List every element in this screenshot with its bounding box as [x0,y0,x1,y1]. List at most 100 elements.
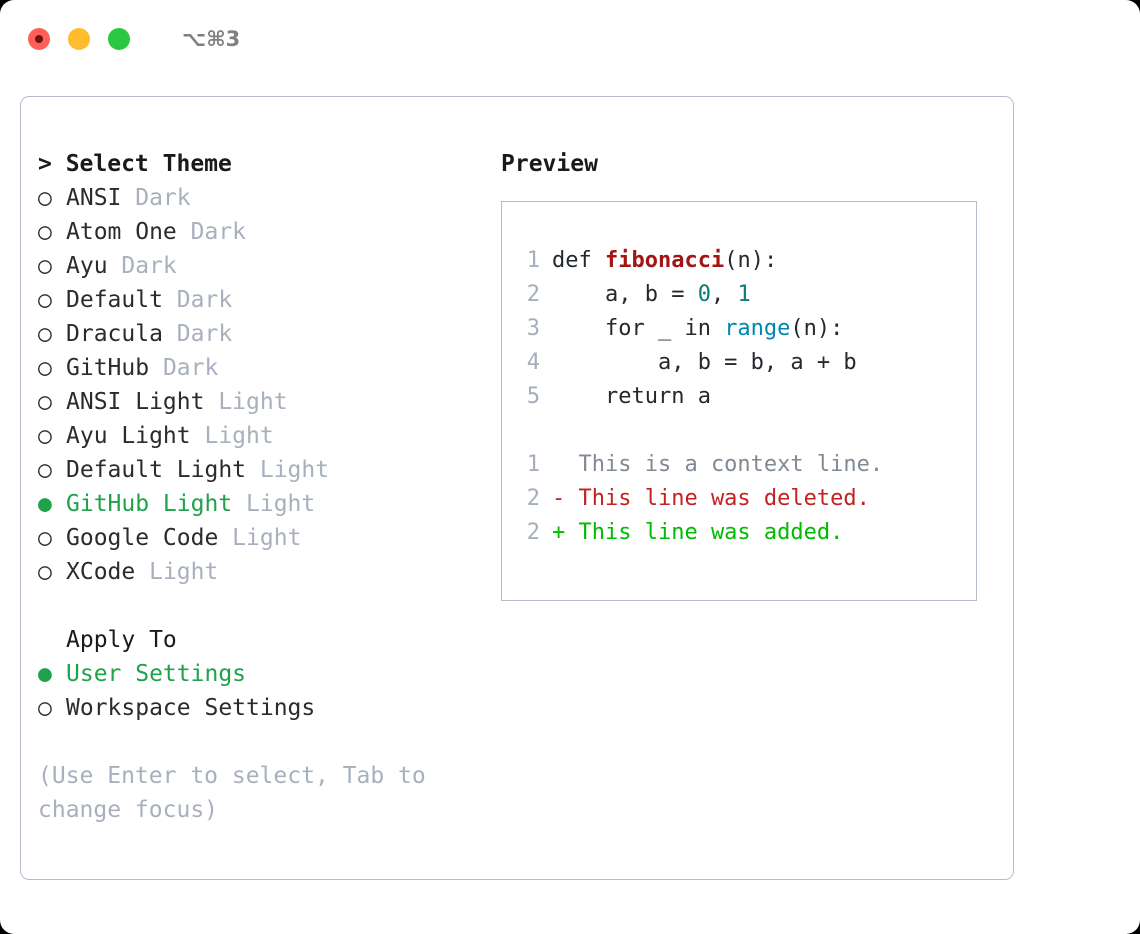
radio-unselected-icon: ○ [38,355,52,381]
maximize-button[interactable] [108,28,130,50]
diff-sample: 1 This is a context line. 2 - This line wa… [514,448,976,550]
theme-option[interactable]: ○ Ayu Dark [38,249,478,283]
code-line-number: 4 [526,350,540,375]
theme-option[interactable]: ○ ANSI Light Light [38,385,478,419]
select-theme-header: > Select Theme [38,151,232,177]
keyboard-shortcut-label: ⌥⌘3 [182,27,241,51]
diff-line-text: + This line was added. [552,520,844,545]
diff-line-number: 1 [526,452,540,477]
theme-option[interactable]: ● GitHub Light Light [38,487,478,521]
apply-to-option[interactable]: ○ Workspace Settings [38,691,478,725]
apply-to-option[interactable]: ● User Settings [38,657,478,691]
main-panel: > Select Theme ○ANSI Dark○Atom One Dark○… [20,96,1014,880]
theme-option-kind: Light [246,457,330,483]
code-line: 3 for _ in range(n): [514,312,976,346]
code-line: 1 def fibonacci(n): [514,244,976,278]
radio-unselected-icon: ○ [38,321,52,347]
code-line-text: a, b = 0, 1 [552,278,751,312]
radio-unselected-icon: ○ [38,287,52,313]
diff-line-number: 2 [526,520,540,545]
radio-selected-icon: ● [38,661,52,687]
title-bar: ⌥⌘3 [0,0,1140,78]
theme-option[interactable]: ○Google Code Light [38,521,478,555]
theme-option-label: ANSI [66,185,122,211]
theme-picker-column: > Select Theme ○ANSI Dark○Atom One Dark○… [38,147,478,827]
preview-title: Preview [501,151,598,177]
apply-to-list[interactable]: ● User Settings ○ Workspace Settings [38,657,478,725]
diff-line: 2 + This line was added. [514,516,976,550]
radio-selected-icon: ● [38,491,52,517]
theme-option-kind: Light [218,525,302,551]
diff-line: 1 This is a context line. [514,448,976,482]
code-line: 4 a, b = b, a + b [514,346,976,380]
theme-option-kind: Dark [107,253,177,279]
theme-list[interactable]: ○ANSI Dark○Atom One Dark○Ayu Dark○Defaul… [38,181,478,589]
code-token: (n): [724,248,778,273]
radio-unselected-icon: ○ [38,389,52,415]
code-token: a, b = [552,282,698,307]
theme-option[interactable]: ○ANSI Dark [38,181,478,215]
radio-unselected-icon: ○ [38,185,52,211]
theme-option-kind: Dark [149,355,219,381]
theme-option-label: Ayu [66,253,108,279]
radio-unselected-icon: ○ [38,457,52,483]
radio-unselected-icon: ○ [38,559,52,585]
keyboard-hint: (Use Enter to select, Tab to change focu… [38,763,426,823]
theme-option-label: Google Code [66,525,219,551]
diff-line-text: This is a context line. [552,452,884,477]
diff-line: 2 - This line was deleted. [514,482,976,516]
code-line-number: 2 [526,282,540,307]
theme-option[interactable]: ○ Atom One Dark [38,215,478,249]
theme-option-kind: Dark [176,219,247,245]
code-line-number: 1 [526,248,540,273]
theme-option-label: ANSI Light [66,389,205,415]
apply-to-option-label: Workspace Settings [66,695,316,721]
theme-option-kind: Dark [162,321,233,347]
theme-option-label: Ayu Light [66,423,191,449]
theme-option-label: XCode [66,559,136,585]
code-token: a, b = b, a + b [552,350,857,375]
theme-option-kind: Light [190,423,274,449]
theme-option[interactable]: ○ Ayu Light Light [38,419,478,453]
theme-option[interactable]: ○ Dracula Dark [38,317,478,351]
code-token: fibonacci [604,248,725,273]
theme-option-kind: Dark [162,287,233,313]
code-line-number: 5 [526,384,540,409]
minimize-button[interactable] [68,28,90,50]
radio-unselected-icon: ○ [38,253,52,279]
theme-option-kind: Light [204,389,288,415]
code-line-number: 3 [526,316,540,341]
radio-unselected-icon: ○ [38,219,52,245]
theme-option[interactable]: ○GitHub Dark [38,351,478,385]
apply-to-header: Apply To [66,627,177,653]
radio-unselected-icon: ○ [38,695,52,721]
theme-option-label: Default [66,287,163,313]
theme-option-label: GitHub Light [66,491,233,517]
diff-line-number: 2 [526,486,540,511]
theme-option-label: Atom One [66,219,177,245]
theme-option[interactable]: ○Default Light Light [38,453,478,487]
theme-option-label: Dracula [66,321,163,347]
close-button[interactable] [28,28,50,50]
code-token: for _ in [552,316,725,341]
code-line-text: for _ in range(n): [552,312,843,346]
theme-option[interactable]: ○XCode Light [38,555,478,589]
code-token: 0 [697,282,711,307]
theme-option[interactable]: ○ Default Dark [38,283,478,317]
traffic-lights [28,28,130,50]
radio-unselected-icon: ○ [38,423,52,449]
apply-to-option-label: User Settings [66,661,247,687]
code-line-text: def fibonacci(n): [552,244,777,278]
code-token: range [724,316,791,341]
code-line: 2 a, b = 0, 1 [514,278,976,312]
code-token: 1 [737,282,751,307]
diff-line-text: - This line was deleted. [552,486,870,511]
code-line-text: return a [552,380,711,414]
code-token: , [710,282,738,307]
code-token: def [552,248,605,273]
theme-option-kind: Light [232,491,316,517]
